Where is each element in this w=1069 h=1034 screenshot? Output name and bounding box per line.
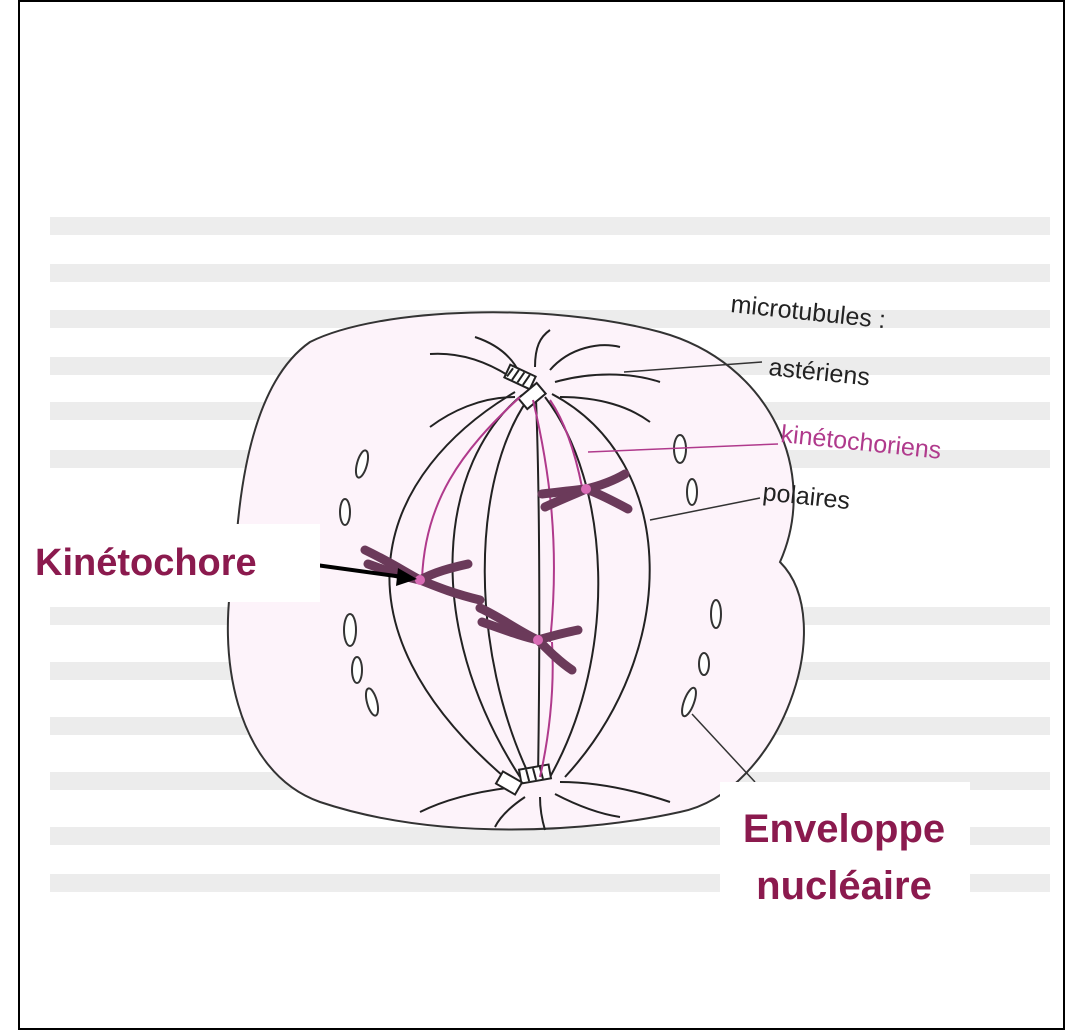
mitosis-diagram: microtubules : astériens kinétochoriens … [20,2,1065,1030]
kinetochore-left [415,575,425,585]
label-kinetochore: Kinétochore [35,542,257,584]
label-enveloppe-line1: Enveloppe [743,807,945,851]
figure-frame: microtubules : astériens kinétochoriens … [18,0,1065,1030]
kinetochore-middle [533,635,543,645]
kinetochore-top-right [581,484,591,494]
label-enveloppe-line2: nucléaire [756,864,932,908]
